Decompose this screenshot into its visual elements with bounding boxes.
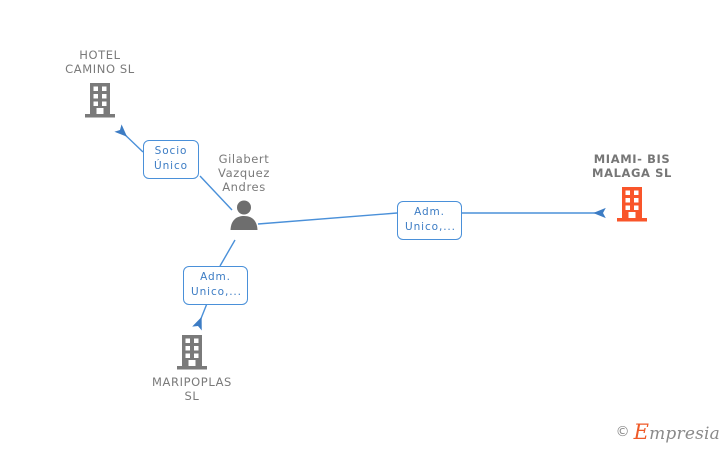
edge-line-person-to-adm-mariopoplas [219,239,236,267]
building-icon [83,81,117,119]
edge-line-person-to-adm-miami [257,212,398,225]
node-mariopoplas[interactable]: MARIPOPLAS SL [122,333,262,403]
building-icon [615,185,649,223]
node-label-gilabert-vazquez-andres: Gilabert Vazquez Andres [218,152,270,194]
node-gilabert-vazquez-andres[interactable]: Gilabert Vazquez Andres [174,152,314,230]
node-hotel-camino[interactable]: HOTEL CAMINO SL [30,48,170,119]
edge-line-adm-to-mariopoplas [192,300,209,331]
edge-label-socio-unico[interactable]: Socio Único [143,140,199,179]
edge-label-adm-unico-miami[interactable]: Adm. Unico,... [397,201,462,240]
edge-line-person-to-socio-unico [199,175,233,211]
edge-line-socio-unico-to-hotel [114,124,144,153]
watermark-empresia: © Empresia [616,420,720,444]
watermark-brand: Empresia [634,420,720,444]
building-icon [175,333,209,371]
copyright-icon: © [615,424,630,440]
node-label-mariopoplas: MARIPOPLAS SL [152,375,232,403]
node-label-hotel-camino: HOTEL CAMINO SL [65,48,135,76]
watermark-brand-rest: mpresia [649,424,720,444]
watermark-brand-initial: E [633,420,650,444]
node-label-miami-bis-malaga: MIAMI- BIS MALAGA SL [592,152,672,180]
edge-label-adm-unico-mariopoplas[interactable]: Adm. Unico,... [183,266,248,305]
person-icon [228,198,260,230]
node-miami-bis-malaga[interactable]: MIAMI- BIS MALAGA SL [562,152,702,223]
